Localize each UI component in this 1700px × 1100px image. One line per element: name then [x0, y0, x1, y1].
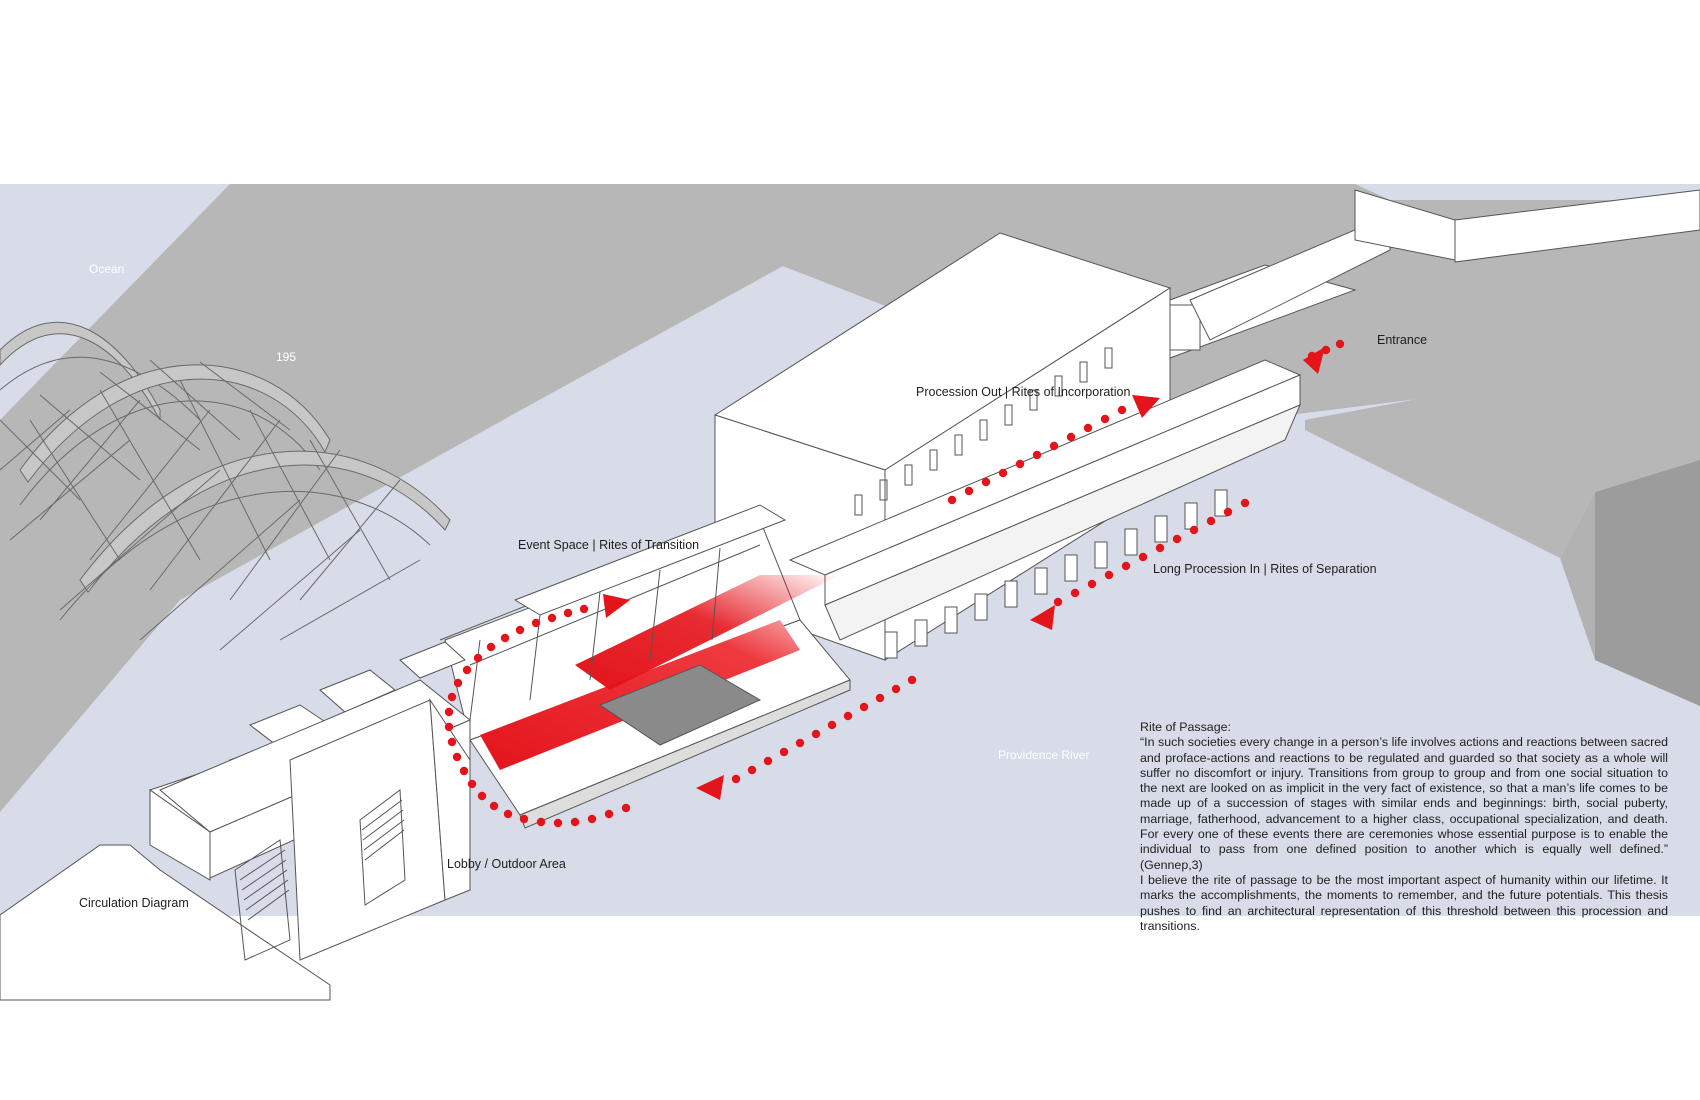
procession-out-label: Procession Out | Rites of Incorporation	[916, 385, 1131, 399]
diagram-caption: Circulation Diagram	[79, 896, 189, 910]
river-route	[696, 675, 917, 800]
hall-front-lip	[519, 679, 851, 829]
event-loop-arrowhead	[603, 594, 630, 618]
passage-thesis: I believe the rite of passage to be the …	[1140, 872, 1668, 933]
river-route-arrowhead	[696, 775, 724, 800]
building-model	[148, 189, 1700, 961]
event-space-label: Event Space | Rites of Transition	[518, 538, 700, 552]
connector-box	[1169, 304, 1201, 351]
entrance-label: Entrance	[1377, 333, 1428, 347]
hall-red-beam	[575, 575, 840, 690]
ocean-label: Ocean	[89, 262, 125, 276]
bar-piers	[884, 489, 1228, 659]
long-procession-in-label: Long Procession In | Rites of Separation	[1153, 562, 1377, 576]
procession-out-route	[947, 395, 1160, 505]
tower-windows	[854, 347, 1113, 516]
procession-out-arrowhead	[1132, 395, 1160, 418]
hall-wood-deck	[598, 664, 762, 746]
river-bulkhead	[0, 844, 331, 1001]
bridge-arches	[0, 321, 451, 651]
procession-bar-under	[824, 404, 1301, 641]
entrance-route	[1303, 339, 1345, 374]
procession-routes	[444, 339, 1345, 828]
river-label: Providence River	[998, 748, 1090, 762]
rite-of-passage-text: Rite of Passage: “In such societies ever…	[1140, 720, 1668, 934]
highway-label: 195	[276, 350, 297, 364]
east-pier-top	[1305, 380, 1700, 558]
lobby-stairs	[234, 789, 406, 961]
lobby-volumes	[148, 641, 471, 961]
procession-in-arrowhead	[1030, 605, 1055, 630]
bridge-link-east	[1454, 189, 1700, 263]
event-loop-route	[444, 594, 631, 828]
bridge-link	[1189, 214, 1391, 341]
entrance-arrowhead	[1303, 347, 1325, 374]
passage-quote: “In such societies every change in a per…	[1140, 735, 1668, 872]
hall-roof-truss	[439, 504, 787, 721]
highway-band	[0, 184, 870, 812]
east-pier-face	[1595, 460, 1700, 706]
procession-in-route	[1030, 498, 1250, 630]
passage-title: Rite of Passage:	[1140, 720, 1231, 734]
lobby-label: Lobby / Outdoor Area	[447, 857, 566, 871]
